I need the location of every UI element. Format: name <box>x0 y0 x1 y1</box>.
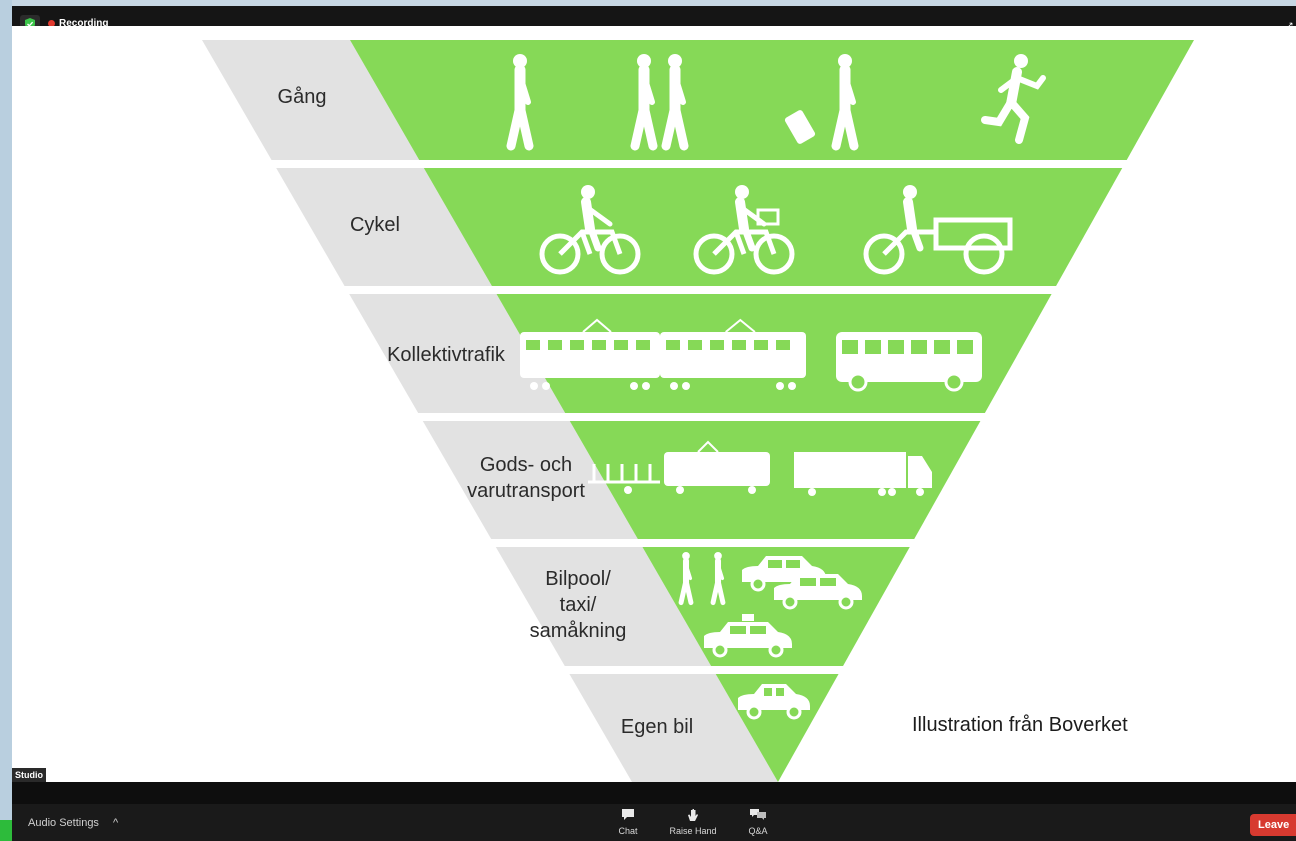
level-label-line: Egen bil <box>620 716 694 738</box>
traveller-with-luggage-icon <box>784 54 859 151</box>
leave-button[interactable]: Leave <box>1250 814 1296 836</box>
pedestrians-pair-icon <box>630 54 658 151</box>
audio-settings-button[interactable]: Audio Settings ^ <box>28 817 118 829</box>
recording-indicator[interactable]: Recording <box>48 16 108 30</box>
audio-settings-label: Audio Settings <box>28 817 99 829</box>
truck-icon <box>794 452 932 496</box>
cargo-bike-icon <box>863 185 1013 275</box>
level-label-line: Bilpool/ <box>545 568 611 590</box>
level-4-green-band <box>569 421 981 539</box>
desktop-background <box>0 0 12 841</box>
meeting-top-bar <box>12 6 1296 26</box>
level-label-line: taxi/ <box>559 594 597 616</box>
level-3-gray-band <box>349 294 566 413</box>
qa-label: Q&A <box>748 826 768 836</box>
cyclist-icon <box>539 185 641 275</box>
car-icon <box>774 574 862 610</box>
qa-bubbles-icon <box>728 808 788 824</box>
tram-icon <box>520 318 660 390</box>
level-label-line: Cykel <box>349 214 400 236</box>
chevron-up-icon[interactable]: ^ <box>112 817 119 829</box>
level-5-label: Bilpool/taxi/samåkning <box>498 566 658 644</box>
cyclist-with-basket-icon <box>693 185 795 275</box>
person-icon <box>678 552 694 606</box>
taxi-icon <box>704 614 792 658</box>
desktop-accent <box>0 820 12 841</box>
pedestrian-icon <box>506 54 534 151</box>
level-4-label: Gods- och varutransport <box>446 452 606 504</box>
bottom-bar-separator <box>12 782 1296 804</box>
level-4-gray-band <box>422 421 638 539</box>
person-icon <box>710 552 726 606</box>
meeting-controls-bar: Audio Settings ^ Chat Raise Hand Q&A Lea… <box>12 804 1296 841</box>
chat-button[interactable]: Chat <box>598 808 658 836</box>
level-label-line: samåkning <box>529 620 627 642</box>
level-3-label: Kollektivtrafik <box>366 342 526 368</box>
freight-train-icon <box>588 440 770 494</box>
recording-dot-icon <box>48 19 55 27</box>
level-label-line: Kollektivtrafik <box>387 344 505 366</box>
level-6-label: Egen bil <box>577 714 737 740</box>
level-label-line: varutransport <box>467 480 585 502</box>
raise-hand-label: Raise Hand <box>669 826 717 836</box>
chat-label: Chat <box>618 826 638 836</box>
level-1-green-band <box>350 40 1194 160</box>
hierarchy-pyramid <box>202 40 1194 782</box>
hand-icon <box>663 808 723 824</box>
pedestrians-pair-icon <box>661 54 689 151</box>
level-2-green-band <box>423 168 1123 286</box>
level-2-gray-band <box>276 168 492 286</box>
bus-icon <box>836 332 982 392</box>
tram-icon <box>660 318 806 390</box>
chat-bubble-icon <box>598 808 658 824</box>
recording-label: Recording <box>59 17 109 29</box>
level-2-label: Cykel <box>295 212 455 238</box>
level-label-line: Gång <box>277 86 327 108</box>
level-1-gray-band <box>202 40 420 160</box>
qa-button[interactable]: Q&A <box>728 808 788 836</box>
illustration-credit: Illustration från Boverket <box>912 714 1128 736</box>
studio-badge: Studio <box>12 768 46 782</box>
level-1-label: Gång <box>222 84 382 110</box>
level-label-line: Gods- och <box>479 454 573 476</box>
car-icon <box>738 684 810 720</box>
runner-icon <box>981 54 1046 144</box>
level-6-gray-band <box>569 674 778 782</box>
expand-icon[interactable]: ↗ <box>1286 20 1294 30</box>
raise-hand-button[interactable]: Raise Hand <box>663 808 723 836</box>
level-5-gray-band <box>495 547 712 666</box>
